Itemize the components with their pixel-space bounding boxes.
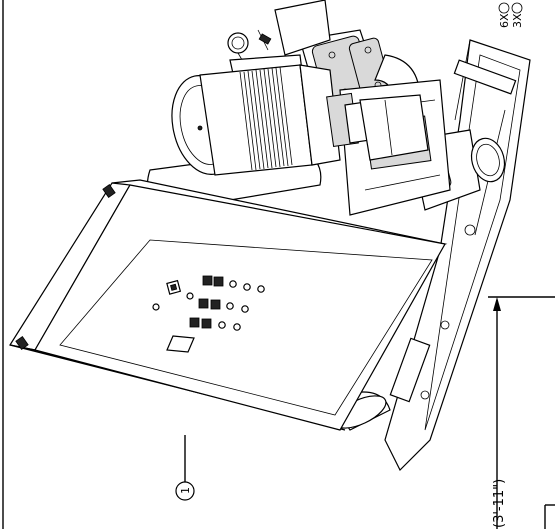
motor-cooling-fins [239, 66, 293, 171]
item-balloon [175, 435, 195, 501]
callout-6x: 6X [498, 13, 511, 28]
panel-controls [152, 275, 265, 331]
control-panel-enclosure [9, 179, 448, 431]
balloon-number: 1 [179, 487, 192, 494]
dimension-label: (3'-11") [492, 479, 507, 528]
vertical-dimension [488, 296, 555, 529]
callout-3x: 3X [511, 13, 524, 28]
electric-motor [171, 64, 429, 176]
